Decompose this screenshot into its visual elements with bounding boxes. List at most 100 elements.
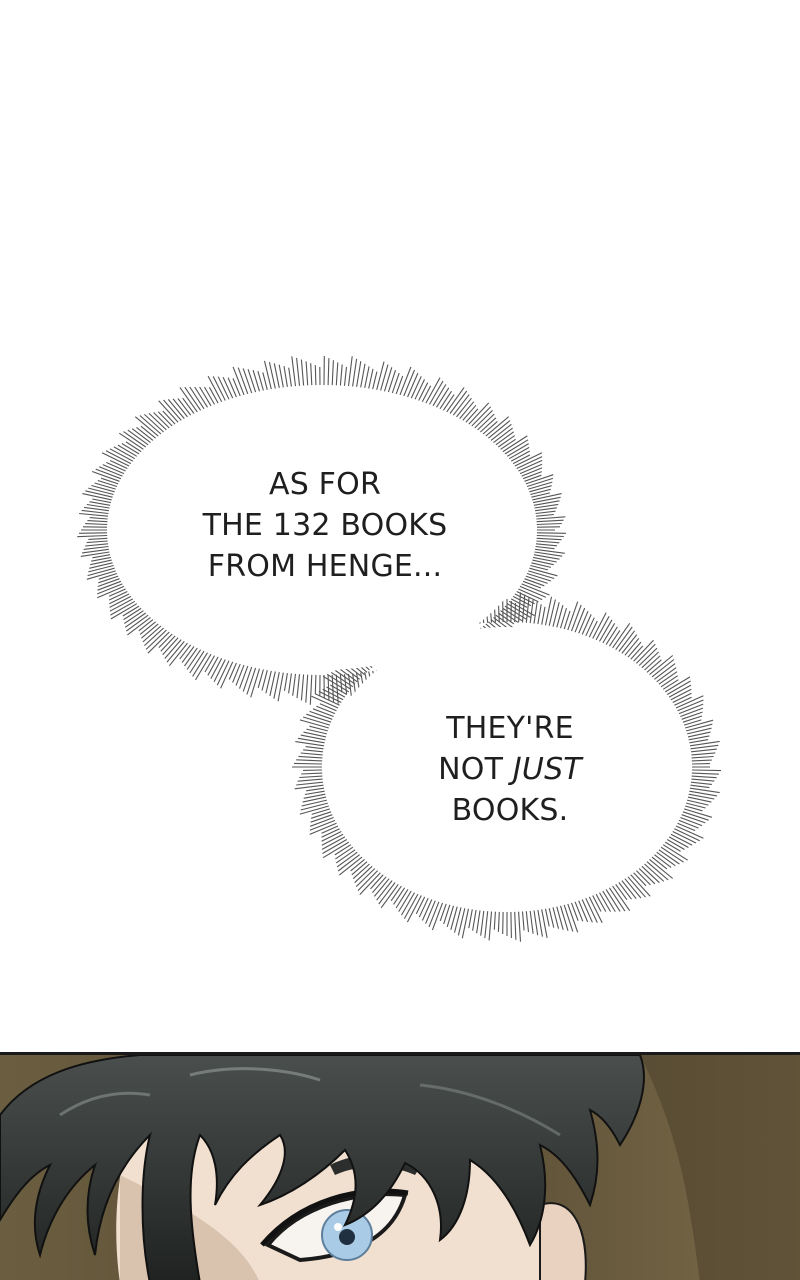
bubble-spike-line — [380, 364, 389, 391]
bubble-spike-line — [529, 567, 558, 577]
bubble-spike-line — [644, 655, 661, 671]
bubble-spike-line — [380, 883, 399, 909]
bubble-spike-line — [227, 377, 237, 398]
bubble-spike-line — [537, 909, 543, 937]
bubble-spike-line — [257, 669, 264, 688]
bubble-spike-line — [559, 905, 569, 931]
thought-bubble-2-fill — [327, 627, 687, 907]
bubble-spike-line — [305, 746, 324, 750]
bubble-spike-line — [347, 356, 353, 387]
bubble-spike-line — [232, 663, 241, 683]
bubble-spike-line — [148, 413, 167, 431]
bubble-spike-line — [636, 870, 651, 886]
bubble-spike-line — [548, 908, 555, 928]
bubble-spike-line — [113, 446, 136, 460]
bubble-spike-line — [162, 637, 179, 656]
bubble-spike-line — [322, 841, 350, 859]
bubble-spike-line — [306, 728, 328, 735]
bubble-spike-line — [351, 861, 368, 876]
bubble-2-line-2-not: NOT — [438, 752, 513, 787]
bubble-spike-line — [238, 665, 249, 689]
bubble-spike-line — [330, 671, 354, 688]
bubble-spike-line — [108, 588, 126, 597]
bubble-2-line-2-just: JUST — [512, 752, 582, 787]
bubble-spike-line — [335, 670, 356, 685]
bubble-spike-line — [84, 506, 109, 512]
bubble-spike-line — [204, 386, 215, 405]
bubble-spike-line — [352, 863, 370, 880]
bubble-spike-line — [688, 735, 710, 741]
bubble-spike-line — [646, 861, 669, 881]
bubble-spike-line — [654, 854, 672, 868]
bubble-spike-line — [301, 772, 323, 775]
bubble-spike-line — [563, 610, 571, 630]
bubble-spike-line — [608, 630, 621, 647]
bubble-spike-line — [265, 670, 272, 694]
bubble-spike-line — [621, 880, 637, 900]
bubble-spike-line — [414, 379, 425, 400]
thought-bubble-1-outline — [77, 355, 567, 705]
bubble-spike-line — [96, 585, 125, 599]
bubble-spike-line — [102, 464, 125, 475]
bubble-spike-line — [581, 614, 592, 635]
bubble-spike-line — [85, 543, 109, 547]
bubble-spike-line — [627, 641, 642, 658]
bubble-spike-line — [109, 460, 128, 469]
bubble-spike-line — [683, 808, 713, 818]
bubble-spike-line — [309, 710, 333, 720]
bubble-spike-line — [533, 500, 560, 506]
bubble-spike-line — [578, 610, 589, 634]
bubble-spike-line — [680, 816, 703, 827]
bubble-spike-line — [556, 906, 564, 930]
bubble-spike-line — [141, 623, 159, 639]
bubble-spike-line — [310, 363, 313, 386]
bubble-spike-line — [153, 412, 170, 429]
bubble-spike-line — [300, 359, 305, 386]
bubble-spike-line — [296, 674, 301, 699]
bubble-spike-line — [585, 897, 598, 923]
bubble-spike-line — [182, 397, 195, 414]
bubble-spike-line — [570, 604, 582, 632]
character-illustration — [0, 1055, 800, 1280]
bubble-spike-line — [533, 554, 560, 560]
bubble-spike-line — [97, 479, 118, 488]
bubble-spike-line — [675, 695, 704, 709]
bubble-spike-line — [144, 627, 164, 647]
bubble-spike-line — [605, 889, 621, 912]
bubble-spike-line — [213, 659, 226, 683]
bubble-spike-line — [666, 839, 685, 850]
hair-strand-highlight-3 — [419, 1083, 561, 1137]
bubble-spike-line — [442, 394, 455, 411]
bubble-spike-line — [493, 911, 496, 930]
bubble-spike-line — [627, 876, 646, 898]
bubble-spike-line — [125, 614, 149, 632]
bubble-spike-line — [122, 605, 140, 617]
bubble-spike-line — [689, 739, 709, 744]
bubble-spike-line — [179, 387, 198, 413]
bubble-spike-line — [403, 893, 419, 919]
bubble-spike-line — [425, 377, 441, 404]
bubble-spike-line — [618, 630, 636, 652]
bubble-spike-line — [98, 575, 119, 584]
bubble-spike-line — [519, 585, 547, 598]
bubble-spike-line — [530, 488, 551, 496]
bubble-spike-line — [357, 870, 378, 891]
bubble-spike-line — [78, 532, 108, 534]
bubble-spike-line — [167, 399, 185, 419]
bubble-spike-line — [145, 629, 167, 650]
bubble-spike-line — [465, 408, 479, 423]
bubble-spike-line — [80, 551, 110, 557]
bubble-spike-line — [210, 657, 223, 679]
bubble-spike-line — [530, 564, 549, 571]
bubble-spike-line — [373, 878, 390, 897]
bubble-spike-line — [364, 366, 370, 389]
bubble-spike-line — [303, 793, 326, 799]
bubble-spike-line — [660, 675, 679, 688]
bubble-spike-line — [544, 596, 553, 626]
bubble-spike-line — [536, 537, 562, 541]
bubble-spike-line — [449, 390, 468, 414]
eye-highlight — [334, 1223, 342, 1231]
bubble-spike-line — [689, 787, 720, 794]
bubble-1-line-2: THE 132 BOOKS — [202, 508, 448, 543]
bubble-spike-line — [615, 626, 633, 651]
